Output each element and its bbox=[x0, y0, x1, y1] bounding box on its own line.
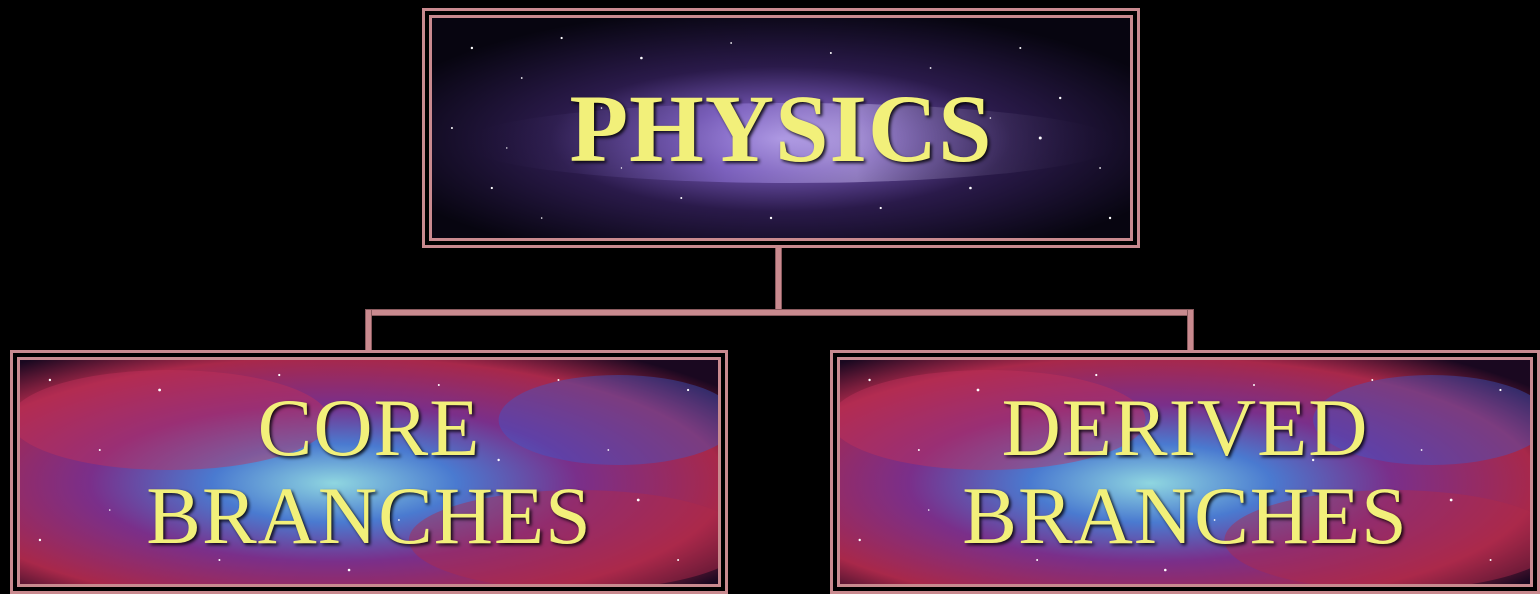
root-node-physics: PHYSICS bbox=[422, 8, 1140, 248]
child-label-line1: DERIVED bbox=[1002, 384, 1369, 472]
child-node-frame: CORE BRANCHES bbox=[17, 357, 721, 587]
child-node-label: DERIVED BRANCHES bbox=[840, 360, 1530, 584]
root-node-label: PHYSICS bbox=[432, 18, 1130, 238]
connector-horizontal bbox=[366, 310, 1193, 315]
child-label-line2: BRANCHES bbox=[962, 472, 1407, 560]
connector-root-stem bbox=[776, 244, 781, 314]
connector-right-drop bbox=[1188, 310, 1193, 352]
child-node-label: CORE BRANCHES bbox=[20, 360, 718, 584]
child-node-derived-branches: DERIVED BRANCHES bbox=[830, 350, 1540, 594]
child-node-core-branches: CORE BRANCHES bbox=[10, 350, 728, 594]
root-node-frame: PHYSICS bbox=[429, 15, 1133, 241]
child-label-line1: CORE bbox=[258, 384, 481, 472]
connector-left-drop bbox=[366, 310, 371, 352]
child-node-frame: DERIVED BRANCHES bbox=[837, 357, 1533, 587]
child-label-line2: BRANCHES bbox=[146, 472, 591, 560]
